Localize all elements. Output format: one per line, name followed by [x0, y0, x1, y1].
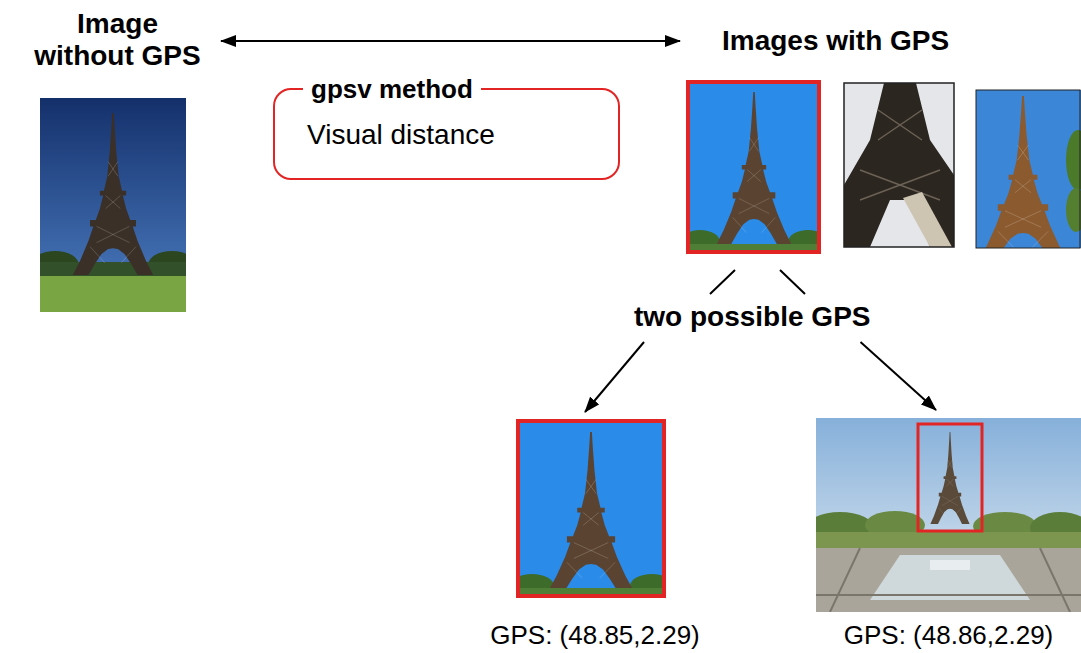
method-heading: gpsv method — [303, 72, 481, 106]
panel-heading: Image without GPS — [30, 8, 205, 72]
candidate-photo — [844, 83, 954, 247]
image-group: Images with GPS — [680, 24, 1081, 256]
branch-label: two possible GPS — [634, 300, 870, 334]
selection-frame — [518, 421, 664, 596]
selection-frame — [688, 82, 819, 252]
photo-frame — [976, 90, 1080, 248]
image-panel: Image without GPS — [30, 8, 205, 314]
method-box: gpsv methodVisual distance — [273, 88, 620, 180]
connector — [860, 342, 936, 410]
result-panel: GPS: (48.85,2.29) — [470, 416, 720, 650]
text-node: two possible GPS — [634, 300, 870, 334]
result-photo — [816, 418, 1081, 612]
result-panel: GPS: (48.86,2.29) — [816, 416, 1081, 650]
group-heading: Images with GPS — [680, 24, 1081, 58]
connector — [585, 342, 644, 412]
gps-caption: GPS: (48.86,2.29) — [844, 620, 1054, 650]
photo-frame — [844, 83, 954, 247]
gps-caption: GPS: (48.85,2.29) — [490, 620, 700, 650]
query-photo — [40, 98, 186, 312]
candidate-photo — [976, 90, 1081, 248]
selection-frame — [918, 424, 982, 531]
connector — [710, 270, 805, 294]
match-photo — [688, 82, 819, 252]
connector — [221, 40, 680, 42]
result-photo — [518, 421, 664, 596]
method-text: Visual distance — [307, 118, 618, 152]
